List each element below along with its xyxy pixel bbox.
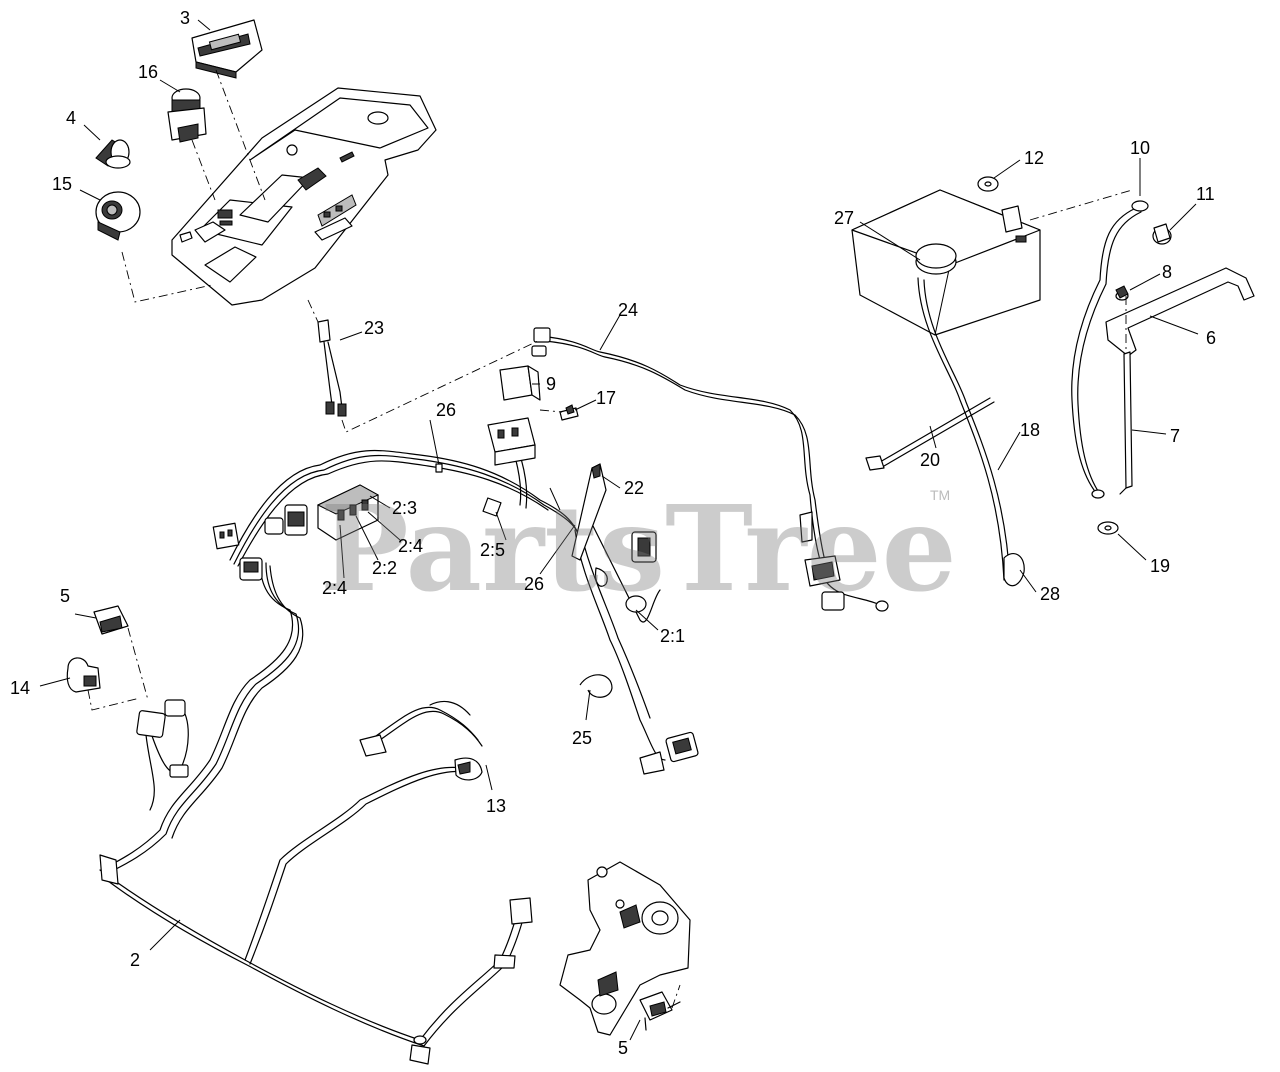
watermark-trademark: TM [930,487,950,503]
fuse-holder-part [571,463,607,561]
screw-part [559,404,579,421]
callout-2-3: 2:3 [392,498,417,518]
callout-10: 10 [1130,138,1150,158]
callout-3: 3 [180,8,190,28]
callout-28: 28 [1040,584,1060,604]
brake-bracket-part [559,861,691,1036]
relay-part [499,365,541,401]
battery-cable-red [917,277,1025,587]
callout-4: 4 [66,108,76,128]
bolt-part [1152,223,1172,245]
callout-2-1: 2:1 [660,626,685,646]
leader-lines [39,19,1199,1041]
callout-23: 23 [364,318,384,338]
callout-labels: 3 16 4 15 23 24 9 17 26 22 2:3 2:4 2:2 2… [10,8,1216,1058]
callout-2-5: 2:5 [480,540,505,560]
callout-5-bottom: 5 [618,1038,628,1058]
callout-2-2: 2:2 [372,558,397,578]
callout-17: 17 [596,388,616,408]
callout-19: 19 [1150,556,1170,576]
display-module-part [191,19,263,79]
ignition-switch-part [95,191,141,241]
lead-wire-part [317,319,347,417]
battery-harness [531,327,889,612]
assembly-lines [87,69,1133,1009]
callout-9: 9 [546,374,556,394]
relay-socket [487,417,536,466]
callout-20: 20 [920,450,940,470]
plunger-switch-part-left [66,657,101,693]
callout-25: 25 [572,728,592,748]
callout-18: 18 [1020,420,1040,440]
battery-part [851,189,1041,336]
watermark-text: PartsTree [320,479,957,618]
lower-washer-part [1097,521,1119,535]
plunger-switch-part [639,991,681,1031]
callout-2-4-right: 2:4 [398,536,423,556]
callout-6: 6 [1206,328,1216,348]
rod-part [1119,351,1133,495]
callout-2: 2 [130,950,140,970]
callout-22: 22 [624,478,644,498]
callout-5-top: 5 [60,586,70,606]
callout-27: 27 [834,208,854,228]
washer-part [977,176,999,192]
key-part [95,139,131,169]
seat-switch-part-top [93,605,129,635]
callout-2-4-left: 2:4 [322,578,347,598]
callout-13: 13 [486,796,506,816]
callout-7: 7 [1170,426,1180,446]
callout-14: 14 [10,678,30,698]
callout-26-top: 26 [436,400,456,420]
callout-24: 24 [618,300,638,320]
tie-strap-part [865,397,995,471]
cable-ties [429,419,561,511]
battery-bracket-part [1105,267,1255,357]
callout-26-bottom: 26 [524,574,544,594]
callout-15: 15 [52,174,72,194]
switch-part [167,88,207,143]
battery-cable-black [1071,200,1149,499]
callout-11: 11 [1196,184,1215,204]
main-wiring-harness [99,439,699,1065]
callout-12: 12 [1024,148,1044,168]
control-panel [171,87,437,306]
callout-16: 16 [138,62,158,82]
callout-8: 8 [1162,262,1172,282]
watermark: PartsTree TM [320,479,957,618]
